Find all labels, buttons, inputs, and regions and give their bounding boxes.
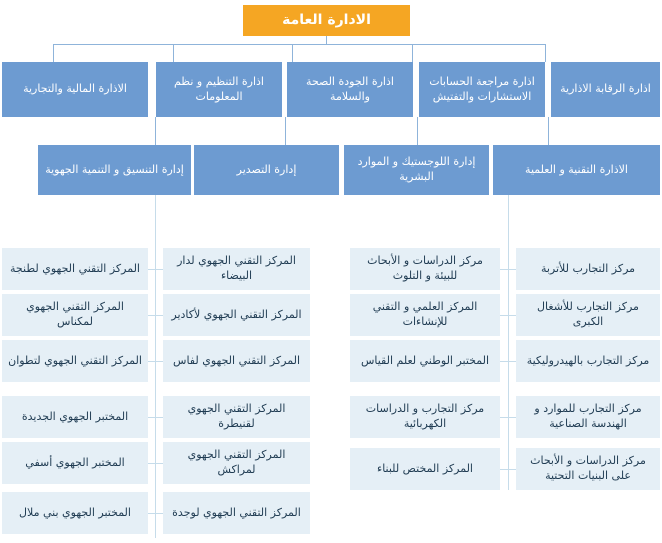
leaf-c2-2[interactable]: المختبر الوطني لعلم القياس [350, 340, 500, 382]
tick-c0-1 [148, 315, 156, 316]
spine-right [508, 195, 509, 490]
leaf-c1-3[interactable]: المركز التقني الجهوي لقنيطرة [163, 396, 310, 438]
leaf-c3-2[interactable]: مركز التجارب بالهيدروليكية [516, 340, 660, 382]
tick-c3-1 [508, 315, 516, 316]
leaf-c0-4[interactable]: المختبر الجهوي أسفي [2, 442, 148, 484]
level1-node-4[interactable]: اذارة الرقابة الاذارية [551, 62, 660, 117]
tick-c1-1 [155, 315, 163, 316]
connector-l1-to-l2-b [285, 117, 286, 145]
tick-c3-4 [508, 469, 516, 470]
spine-left [155, 195, 156, 538]
tick-c1-2 [155, 361, 163, 362]
leaf-c2-4[interactable]: المركز المختص للبناء [350, 448, 500, 490]
connector-l1-to-l2-a [155, 117, 156, 145]
level1-node-1[interactable]: اذارة التنظيم و نظم المعلومات [156, 62, 282, 117]
leaf-c1-5[interactable]: المركز التقني الجهوي لوجدة [163, 492, 310, 534]
tick-c2-4 [500, 469, 509, 470]
level1-node-3[interactable]: اذارة مراجعة الحسابات الاستشارات والتفتي… [419, 62, 545, 117]
level1-node-0[interactable]: الاذارة المالية والتجارية [2, 62, 148, 117]
connector-root-stem [326, 36, 327, 45]
leaf-c2-1[interactable]: المركز العلمي و التقني للإنشاءات [350, 294, 500, 336]
tick-c3-2 [508, 361, 516, 362]
leaf-c2-3[interactable]: مركز التجارب و الدراسات الكهربائية [350, 396, 500, 438]
leaf-c1-1[interactable]: المركز التقني الجهوي لأكادير [163, 294, 310, 336]
connector-drop-l1-4 [545, 44, 546, 62]
connector-level1-bus [53, 44, 545, 45]
leaf-c3-3[interactable]: مركز التجارب للموارد و الهندسة الصناعية [516, 396, 660, 438]
leaf-c1-2[interactable]: المركز التقني الجهوي لفاس [163, 340, 310, 382]
connector-drop-l1-0 [53, 44, 54, 62]
leaf-c0-2[interactable]: المركز التقني الجهوي لتطوان [2, 340, 148, 382]
tick-c2-1 [500, 315, 509, 316]
leaf-c1-4[interactable]: المركز التقني الجهوي لمراكش [163, 442, 310, 484]
leaf-c3-1[interactable]: مركز التجارب للأشغال الكبرى [516, 294, 660, 336]
tick-c1-3 [155, 417, 163, 418]
tick-c0-4 [148, 463, 156, 464]
level2-node-2[interactable]: إدارة اللوجستيك و الموارد البشرية [344, 145, 489, 195]
level2-node-0[interactable]: إدارة التنسيق و التنمية الجهوية [38, 145, 191, 195]
leaf-c0-1[interactable]: المركز التقني الجهوي لمكناس [2, 294, 148, 336]
leaf-c0-0[interactable]: المركز التقني الجهوي لطنجة [2, 248, 148, 290]
leaf-c3-4[interactable]: مركز الدراسات و الأبحاث على البنيات التح… [516, 448, 660, 490]
leaf-c0-5[interactable]: المختبر الجهوي بني ملال [2, 492, 148, 534]
tick-c3-3 [508, 417, 516, 418]
tick-c1-4 [155, 463, 163, 464]
tick-c0-3 [148, 417, 156, 418]
root-node-general-administration[interactable]: الادارة العامة [243, 5, 410, 36]
tick-c2-3 [500, 417, 509, 418]
tick-c1-5 [155, 513, 163, 514]
level1-node-2[interactable]: اذارة الجودة الصحة والسلامة [287, 62, 413, 117]
connector-l1-to-l2-c [417, 117, 418, 145]
level2-node-3[interactable]: الاذارة التقنية و العلمية [493, 145, 660, 195]
tick-c0-5 [148, 513, 156, 514]
leaf-c1-0[interactable]: المركز التقني الجهوي لدار البيضاء [163, 248, 310, 290]
connector-drop-l1-1 [173, 44, 174, 62]
connector-drop-l1-2 [292, 44, 293, 62]
connector-drop-l1-3 [412, 44, 413, 62]
leaf-c3-0[interactable]: مركز التجارب للأتربة [516, 248, 660, 290]
tick-c0-2 [148, 361, 156, 362]
tick-c2-2 [500, 361, 509, 362]
level2-node-1[interactable]: إدارة التصدير [194, 145, 339, 195]
connector-l1-to-l2-d [548, 117, 549, 145]
tick-c3-0 [508, 269, 516, 270]
tick-c1-0 [155, 269, 163, 270]
leaf-c0-3[interactable]: المختبر الجهوي الجديدة [2, 396, 148, 438]
tick-c0-0 [148, 269, 156, 270]
leaf-c2-0[interactable]: مركز الدراسات و الأبحاث للبيئة و التلوث [350, 248, 500, 290]
tick-c2-0 [500, 269, 509, 270]
